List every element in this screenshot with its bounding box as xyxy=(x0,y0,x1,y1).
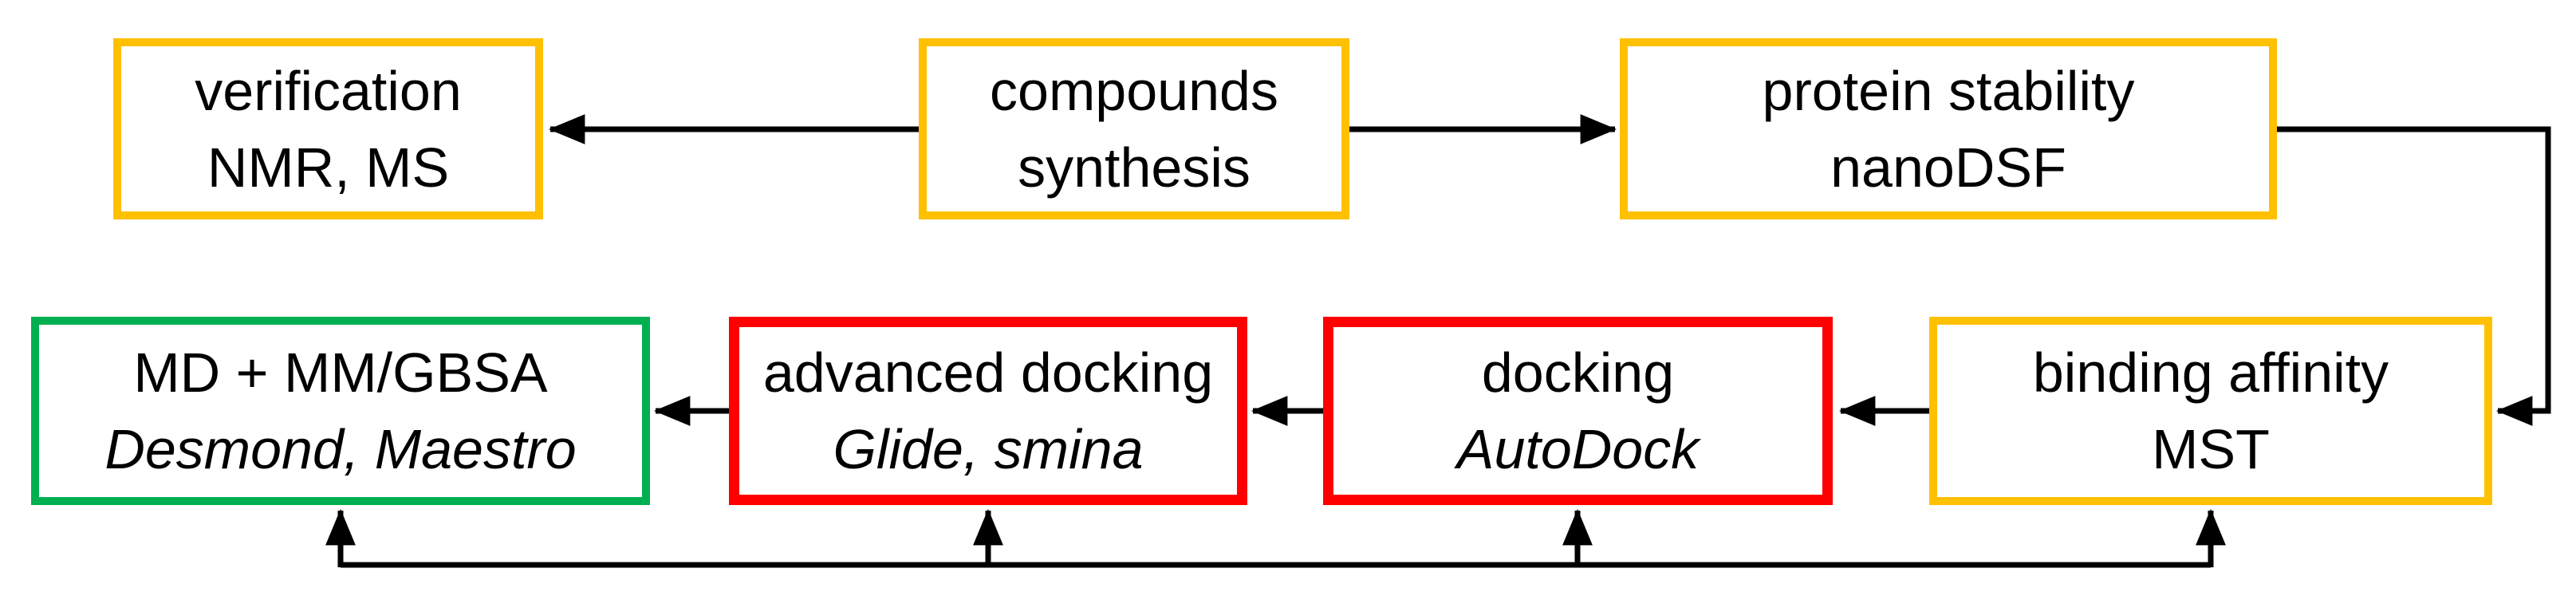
node-docking-title: docking xyxy=(1481,341,1675,404)
node-md-mmgbsa-title: MD + MM/GBSA xyxy=(133,341,548,404)
node-verification: verification NMR, MS xyxy=(113,38,543,219)
node-binding-affinity-title: binding affinity xyxy=(2032,341,2389,404)
node-protein-stability-title: protein stability xyxy=(1762,59,2135,122)
node-compounds-synthesis: compounds synthesis xyxy=(919,38,1349,219)
node-docking-subtitle: AutoDock xyxy=(1456,418,1700,480)
node-md-mmgbsa: MD + MM/GBSA Desmond, Maestro xyxy=(31,317,650,505)
node-binding-affinity: binding affinity MST xyxy=(1929,317,2492,505)
node-protein-stability: protein stability nanoDSF xyxy=(1620,38,2277,219)
node-docking: docking AutoDock xyxy=(1323,317,1833,505)
node-protein-stability-subtitle: nanoDSF xyxy=(1830,136,2066,199)
node-verification-title: verification xyxy=(195,59,462,122)
node-verification-subtitle: NMR, MS xyxy=(207,136,450,199)
node-compounds-synthesis-title: compounds xyxy=(990,59,1278,122)
node-binding-affinity-subtitle: MST xyxy=(2152,418,2270,480)
node-md-mmgbsa-subtitle: Desmond, Maestro xyxy=(104,418,577,480)
node-advanced-docking-subtitle: Glide, smina xyxy=(833,418,1144,480)
arrow-protein-stability-to-binding-affinity xyxy=(2277,126,2551,426)
node-compounds-synthesis-subtitle: synthesis xyxy=(1018,136,1251,199)
node-advanced-docking: advanced docking Glide, smina xyxy=(729,317,1247,505)
node-advanced-docking-title: advanced docking xyxy=(762,341,1214,404)
